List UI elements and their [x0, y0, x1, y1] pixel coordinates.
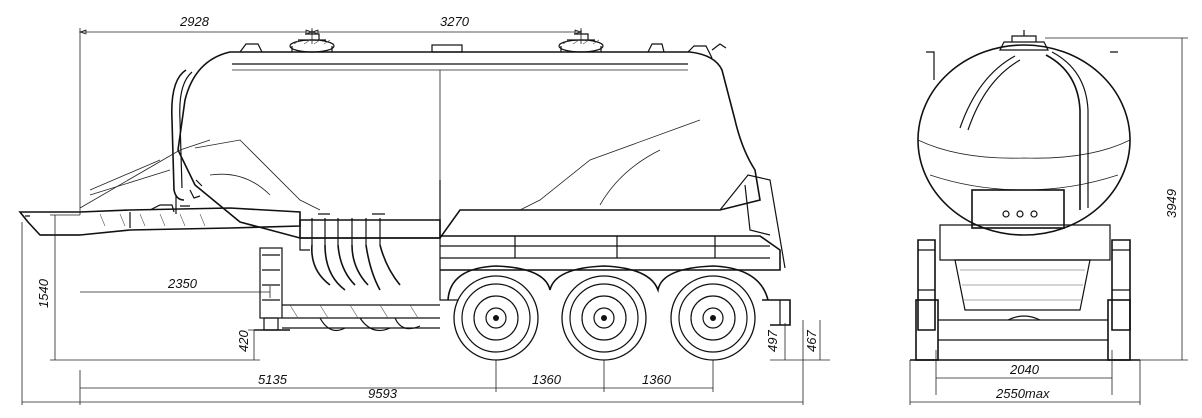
discharge-manifold: [299, 213, 441, 291]
dim-overall-width: 2550max: [995, 386, 1050, 401]
tank-body: [177, 51, 761, 239]
dim-axle-spacing-2: 1360: [642, 372, 672, 387]
dim-hatch-spacing: 3270: [440, 14, 470, 29]
dim-front-to-pivot: 2928: [179, 14, 210, 29]
rear-view: [910, 30, 1140, 361]
dim-rear-bumper-height: 497: [765, 330, 780, 352]
rear-dimension-lines: [909, 37, 1188, 405]
dim-rear-step-height: 467: [804, 330, 819, 352]
side-view: [18, 30, 791, 361]
front-frame: [18, 207, 301, 236]
rear-dimension-labels: 3949 2040 2550max: [995, 189, 1179, 401]
dim-track-width: 2040: [1009, 362, 1040, 377]
wheel-axle-1: [453, 275, 539, 361]
dim-axle-spacing-1: 1360: [532, 372, 562, 387]
dim-kingpin-to-leg: 2350: [167, 276, 198, 291]
dim-kingpin-to-axle1: 5135: [258, 372, 288, 387]
dim-leg-height: 420: [236, 330, 251, 352]
wheel-axle-2: [561, 275, 647, 361]
dim-height-5th-wheel: 1540: [36, 278, 51, 308]
rear-tank-shell: [917, 44, 1131, 236]
dim-overall-length: 9593: [368, 386, 398, 401]
air-pipe: [170, 69, 187, 201]
side-dimension-labels: 2928 3270 1540 2350 420 5135 1360 1360 9…: [36, 14, 819, 401]
side-dimension-lines: [21, 28, 830, 405]
wheel-axle-3: [670, 275, 756, 361]
dim-overall-height: 3949: [1164, 189, 1179, 218]
